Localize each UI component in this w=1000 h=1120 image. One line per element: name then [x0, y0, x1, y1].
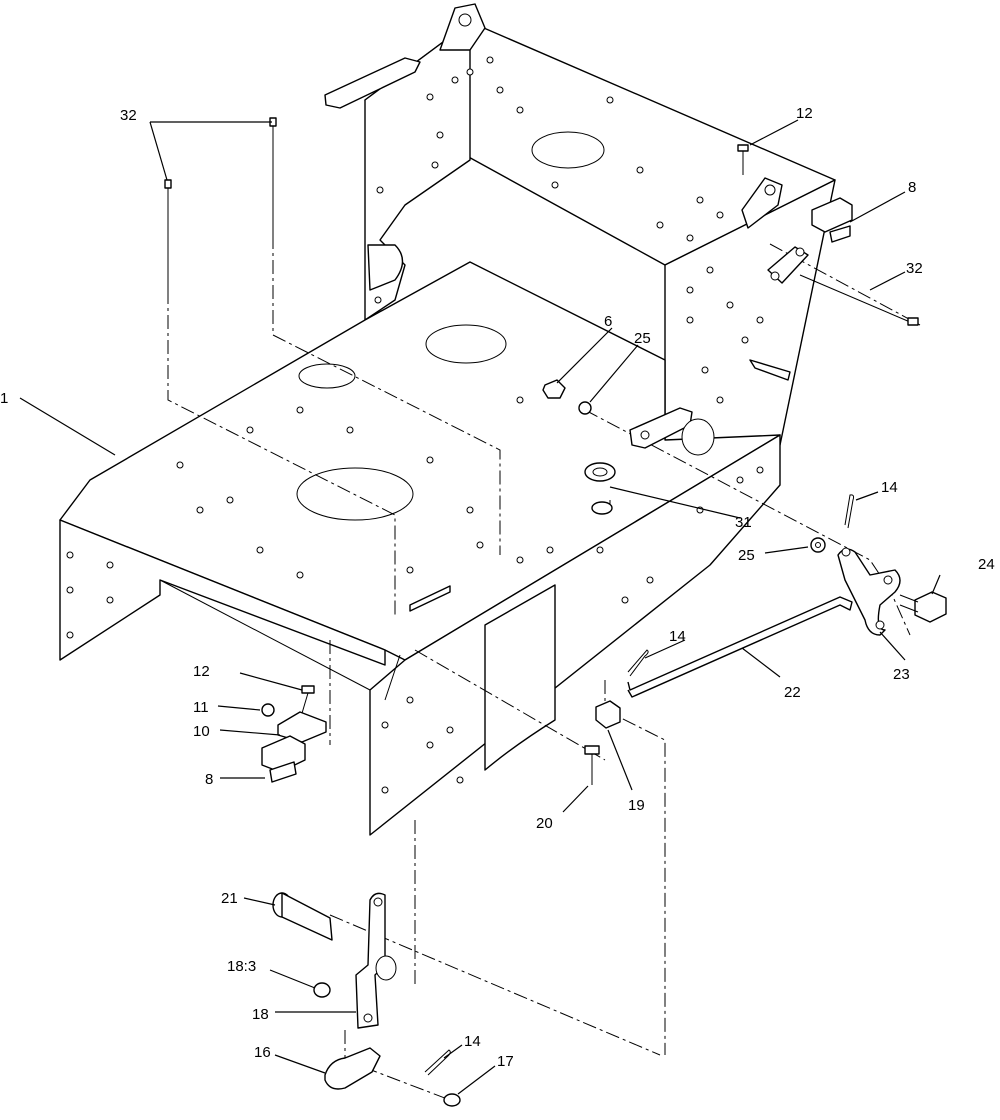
callout-14-middle: 14	[669, 628, 686, 645]
callout-31: 31	[735, 514, 752, 531]
callout-6: 6	[604, 313, 612, 330]
callout-17: 17	[497, 1053, 514, 1070]
callout-10: 10	[193, 723, 210, 740]
callout-12-bottom: 12	[193, 663, 210, 680]
callout-21: 21	[221, 890, 238, 907]
callout-11: 11	[193, 699, 209, 716]
callout-23: 23	[893, 666, 910, 683]
callout-12-top: 12	[796, 105, 813, 122]
callout-14-right: 14	[881, 479, 898, 496]
callout-22: 22	[784, 684, 801, 701]
callout-19: 19	[628, 797, 645, 814]
callout-8-top: 8	[908, 179, 916, 196]
callout-14-bottom: 14	[464, 1033, 481, 1050]
callout-20: 20	[536, 815, 553, 832]
deck-holes	[176, 386, 564, 579]
callout-32-right: 32	[906, 260, 923, 277]
right-panel-holes	[686, 266, 764, 404]
callout-18: 18	[252, 1006, 269, 1023]
callout-16: 16	[254, 1044, 271, 1061]
callouts: 1 6 8 8 10 11 12 12 14 14 14 16 17 18 18…	[0, 105, 995, 1070]
callout-24: 24	[978, 556, 995, 573]
callout-18-3: 18:3	[227, 958, 256, 975]
callout-1: 1	[0, 390, 8, 407]
upper-frame	[324, 3, 836, 496]
hardware	[164, 117, 947, 1107]
callout-25-bottom: 25	[738, 547, 755, 564]
callout-8-bottom: 8	[205, 771, 213, 788]
top-plate-holes	[426, 56, 724, 242]
leader-lines	[19, 119, 941, 1095]
callout-32-left: 32	[120, 107, 137, 124]
callout-25-top: 25	[634, 330, 651, 347]
main-frame	[59, 261, 781, 836]
